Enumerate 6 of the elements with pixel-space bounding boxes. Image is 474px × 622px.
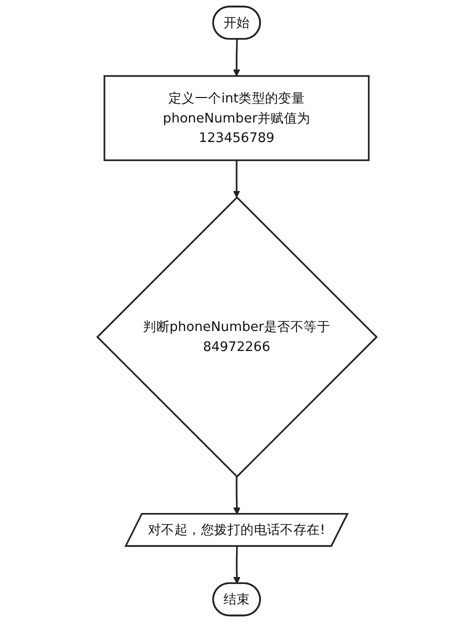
arrow <box>232 39 240 76</box>
node-box: 定义一个int类型的变量phoneNumber并赋值为123456789 <box>104 75 370 162</box>
arrow <box>233 476 240 515</box>
arrow <box>232 160 240 198</box>
node-diamond: 判断phoneNumber是否不等于84972266 <box>96 196 378 478</box>
arrow <box>233 546 240 584</box>
